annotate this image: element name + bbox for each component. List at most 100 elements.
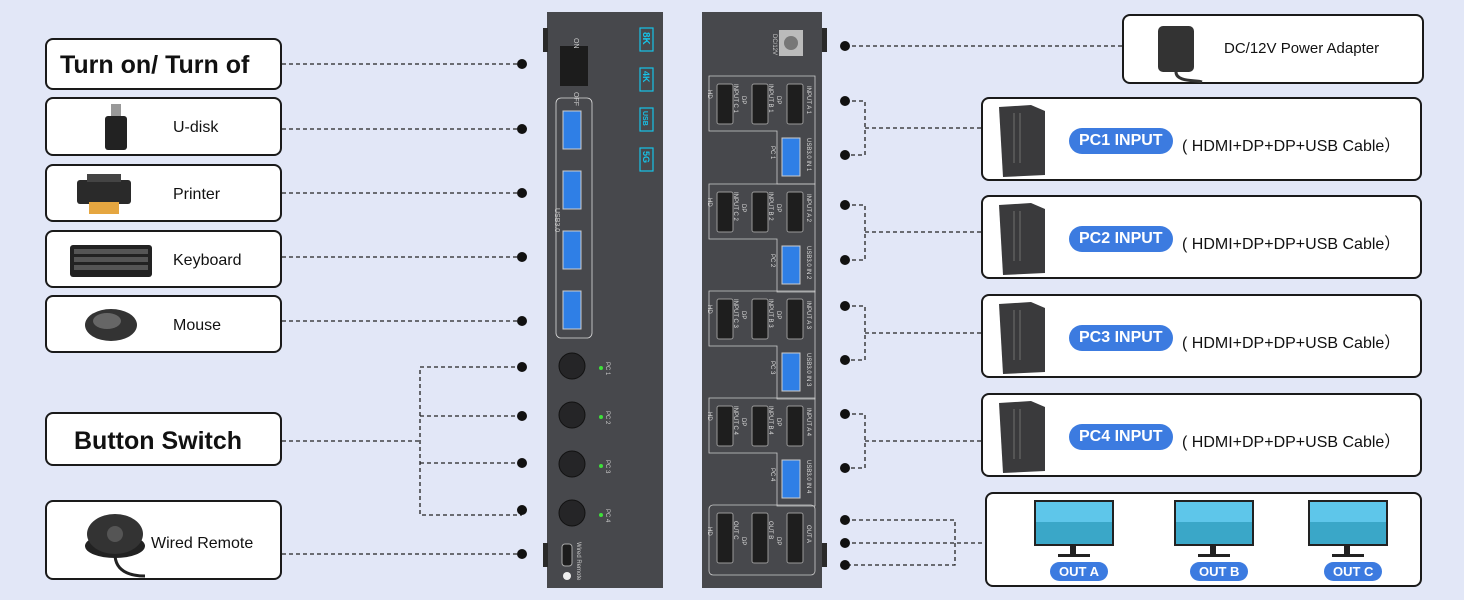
printer-callout: Printer [45,164,282,222]
led-indicators [599,366,603,517]
wired-remote-icon [85,514,146,578]
cable-description: ( HDMI+DP+DP+USB Cable） [1182,236,1401,253]
hdmi-port[interactable] [716,191,734,233]
hdmi-label: HD [706,198,712,207]
badge-5g: 5G [641,151,651,163]
button-switch-label: Button Switch [74,427,243,455]
dp-label: DP [740,418,746,426]
hdmi-port[interactable] [716,405,734,447]
printer-icon [77,174,131,214]
badge-8k: 8K [640,32,651,46]
keyboard-label: Keyboard [173,252,242,269]
hdmi-label: HD [706,412,712,421]
pc-tower-icon [999,203,1045,275]
remote-label: Wired Remote [151,535,254,552]
monitor-icon [1034,500,1114,557]
out-a-label: OUT A [805,525,811,543]
usb-in-port[interactable] [781,245,801,285]
dc-label: DC/12V [771,34,777,55]
dp-out-port[interactable] [751,512,769,564]
cable-description: ( HDMI+DP+DP+USB Cable） [1182,335,1401,352]
pc-tower-icon [999,401,1045,473]
pc-input-badge: PC3 INPUT [1069,325,1173,351]
usb3-label: USB3.0 [553,208,560,232]
udisk-label: U-disk [173,119,219,136]
badge-usb: USB [641,111,648,126]
power-adapter-callout: DC/12V Power Adapter [1122,14,1424,84]
pc-label: PC 2 [769,254,775,268]
badge-4k: 4K [641,71,651,83]
pc-label: PC 3 [769,361,775,375]
input-a-label: INPUT A 1 [805,86,811,115]
cable-description: ( HDMI+DP+DP+USB Cable） [1182,434,1401,451]
usb-in-port[interactable] [781,137,801,177]
spec-badges [639,27,654,172]
pc4-callout: PC4 INPUT ( HDMI+DP+DP+USB Cable） [981,393,1422,477]
input-b-label: INPUT B 3 [767,299,773,328]
input-b-label: INPUT B 2 [767,192,773,221]
pc-input-badge: PC2 INPUT [1069,226,1173,252]
remote-port-label: Wired Remote [575,542,581,581]
output-group [708,504,816,576]
usb-drive-icon [105,104,127,150]
hdmi-port[interactable] [716,298,734,340]
pc2-callout: PC2 INPUT ( HDMI+DP+DP+USB Cable） [981,195,1422,279]
pc3-callout: PC3 INPUT ( HDMI+DP+DP+USB Cable） [981,294,1422,378]
power-label: Turn on/ Turn of [60,51,250,79]
remote-callout: Wired Remote [45,500,282,580]
pc-switch-buttons[interactable] [558,352,586,527]
power-rocker-switch[interactable] [560,46,588,86]
pc-tower-icon [999,105,1045,177]
switch-on-label: ON [572,38,579,49]
input-group-pc2 [708,183,816,293]
hdmi-port[interactable] [716,83,734,125]
udisk-callout: U-disk [45,97,282,156]
pc-label: PC 1 [769,146,775,160]
power-callout: Turn on/ Turn of [45,38,282,90]
pc-label: PC 4 [769,468,775,482]
output-badge: OUT A [1050,562,1108,581]
dp-label: DP [740,96,746,104]
usb-in-port[interactable] [781,352,801,392]
usb-in-label: USB3.0 IN 4 [805,460,811,494]
led-label-pc3: PC 3 [604,460,610,474]
usb-in-port[interactable] [781,459,801,499]
mouse-label: Mouse [173,317,222,334]
input-a-label: INPUT A 4 [805,408,811,437]
dp-label: DP [775,311,781,319]
pc1-callout: PC1 INPUT ( HDMI+DP+DP+USB Cable） [981,97,1422,181]
input-c-label: INPUT C 2 [732,192,738,222]
usb-in-label: USB3.0 IN 2 [805,246,811,280]
pc-input-badge: PC4 INPUT [1069,424,1173,450]
front-panel: ON OFF 8K 4K USB 5G USB3.0 PC 1 PC 2 PC … [543,12,663,588]
dp-label: DP [740,204,746,212]
input-b-label: INPUT B 1 [767,84,773,113]
dp-out-port[interactable] [786,512,804,564]
dp-port[interactable] [751,405,769,447]
hdmi-label: HD [706,527,712,536]
dp-port[interactable] [786,298,804,340]
dp-port[interactable] [751,83,769,125]
power-adapter-icon [1158,26,1203,84]
usb-ports[interactable] [562,110,582,330]
usb-in-label: USB3.0 IN 3 [805,353,811,387]
remote-port[interactable] [561,543,573,567]
dp-label: DP [775,418,781,426]
input-a-label: INPUT A 3 [805,301,811,330]
dp-port[interactable] [786,83,804,125]
dp-port[interactable] [751,191,769,233]
mouse-icon [85,309,137,341]
usb-in-label: USB3.0 IN 1 [805,138,811,172]
dp-port[interactable] [751,298,769,340]
monitor-icon [1174,500,1254,557]
dp-port[interactable] [786,191,804,233]
dp-label: DP [740,537,746,545]
hdmi-out-port[interactable] [716,512,734,564]
dp-port[interactable] [786,405,804,447]
led-label-pc2: PC 2 [604,411,610,425]
input-a-label: INPUT A 2 [805,194,811,223]
led-label-pc1: PC 1 [604,362,610,376]
button-switch-callout: Button Switch [45,412,282,466]
hdmi-label: HD [706,90,712,99]
input-group-pc3 [708,290,816,400]
